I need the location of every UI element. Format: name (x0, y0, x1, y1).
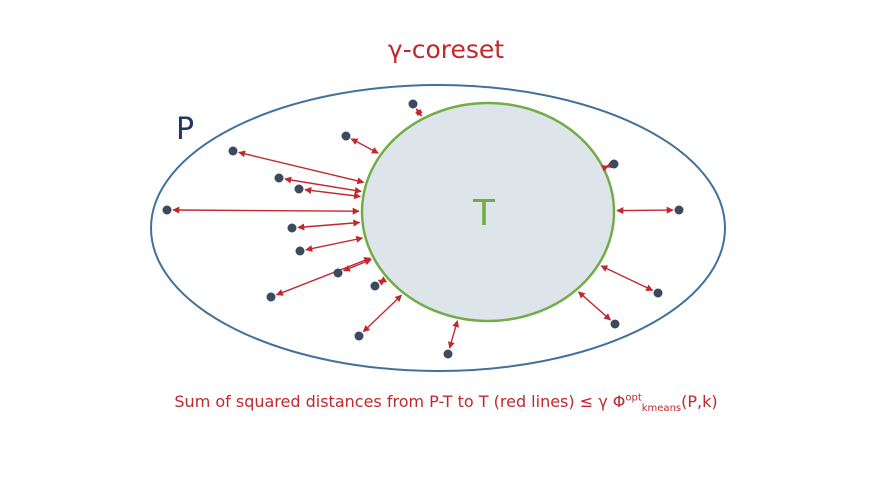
point-16 (674, 205, 684, 215)
point-7 (287, 223, 297, 233)
distance-line-6 (172, 206, 360, 215)
point-5 (294, 184, 304, 194)
point-9 (333, 268, 343, 278)
distance-lines (172, 108, 674, 349)
point-4 (274, 173, 284, 183)
point-8 (295, 246, 305, 256)
point-3 (228, 146, 238, 156)
distance-line-1 (414, 108, 423, 117)
distance-line-7 (297, 219, 361, 231)
distance-line-8 (305, 235, 364, 252)
distance-line-16 (616, 206, 674, 215)
point-10 (370, 281, 380, 291)
set-p-label: P (176, 112, 195, 147)
distance-line-14 (577, 291, 612, 321)
distance-line-9 (342, 258, 372, 272)
set-p-ellipse (150, 84, 726, 372)
distance-line-15 (600, 265, 654, 292)
distance-line-17 (601, 161, 614, 172)
point-17 (609, 159, 619, 169)
caption: Sum of squared distances from P-T to T (… (0, 392, 892, 414)
points (162, 99, 684, 359)
diagram-title: γ-coreset (387, 35, 505, 64)
point-11 (266, 292, 276, 302)
distance-line-2 (350, 138, 379, 154)
set-t-label: T (473, 193, 495, 234)
point-14 (610, 319, 620, 329)
caption-subscript: kmeans (641, 403, 682, 415)
point-15 (653, 288, 663, 298)
point-13 (443, 349, 453, 359)
distance-line-11 (275, 257, 372, 296)
distance-line-5 (304, 186, 361, 200)
distance-line-3 (238, 150, 365, 185)
point-1 (408, 99, 418, 109)
point-12 (354, 331, 364, 341)
distance-line-12 (362, 294, 403, 333)
point-6 (162, 205, 172, 215)
caption-prefix: Sum of squared distances from P-T to T (… (174, 392, 626, 411)
caption-superscript: opt (625, 392, 642, 404)
caption-suffix: (P,k) (681, 392, 718, 411)
distance-line-13 (447, 320, 460, 349)
set-t-circle (360, 101, 616, 323)
point-2 (341, 131, 351, 141)
distance-line-10 (377, 276, 388, 286)
